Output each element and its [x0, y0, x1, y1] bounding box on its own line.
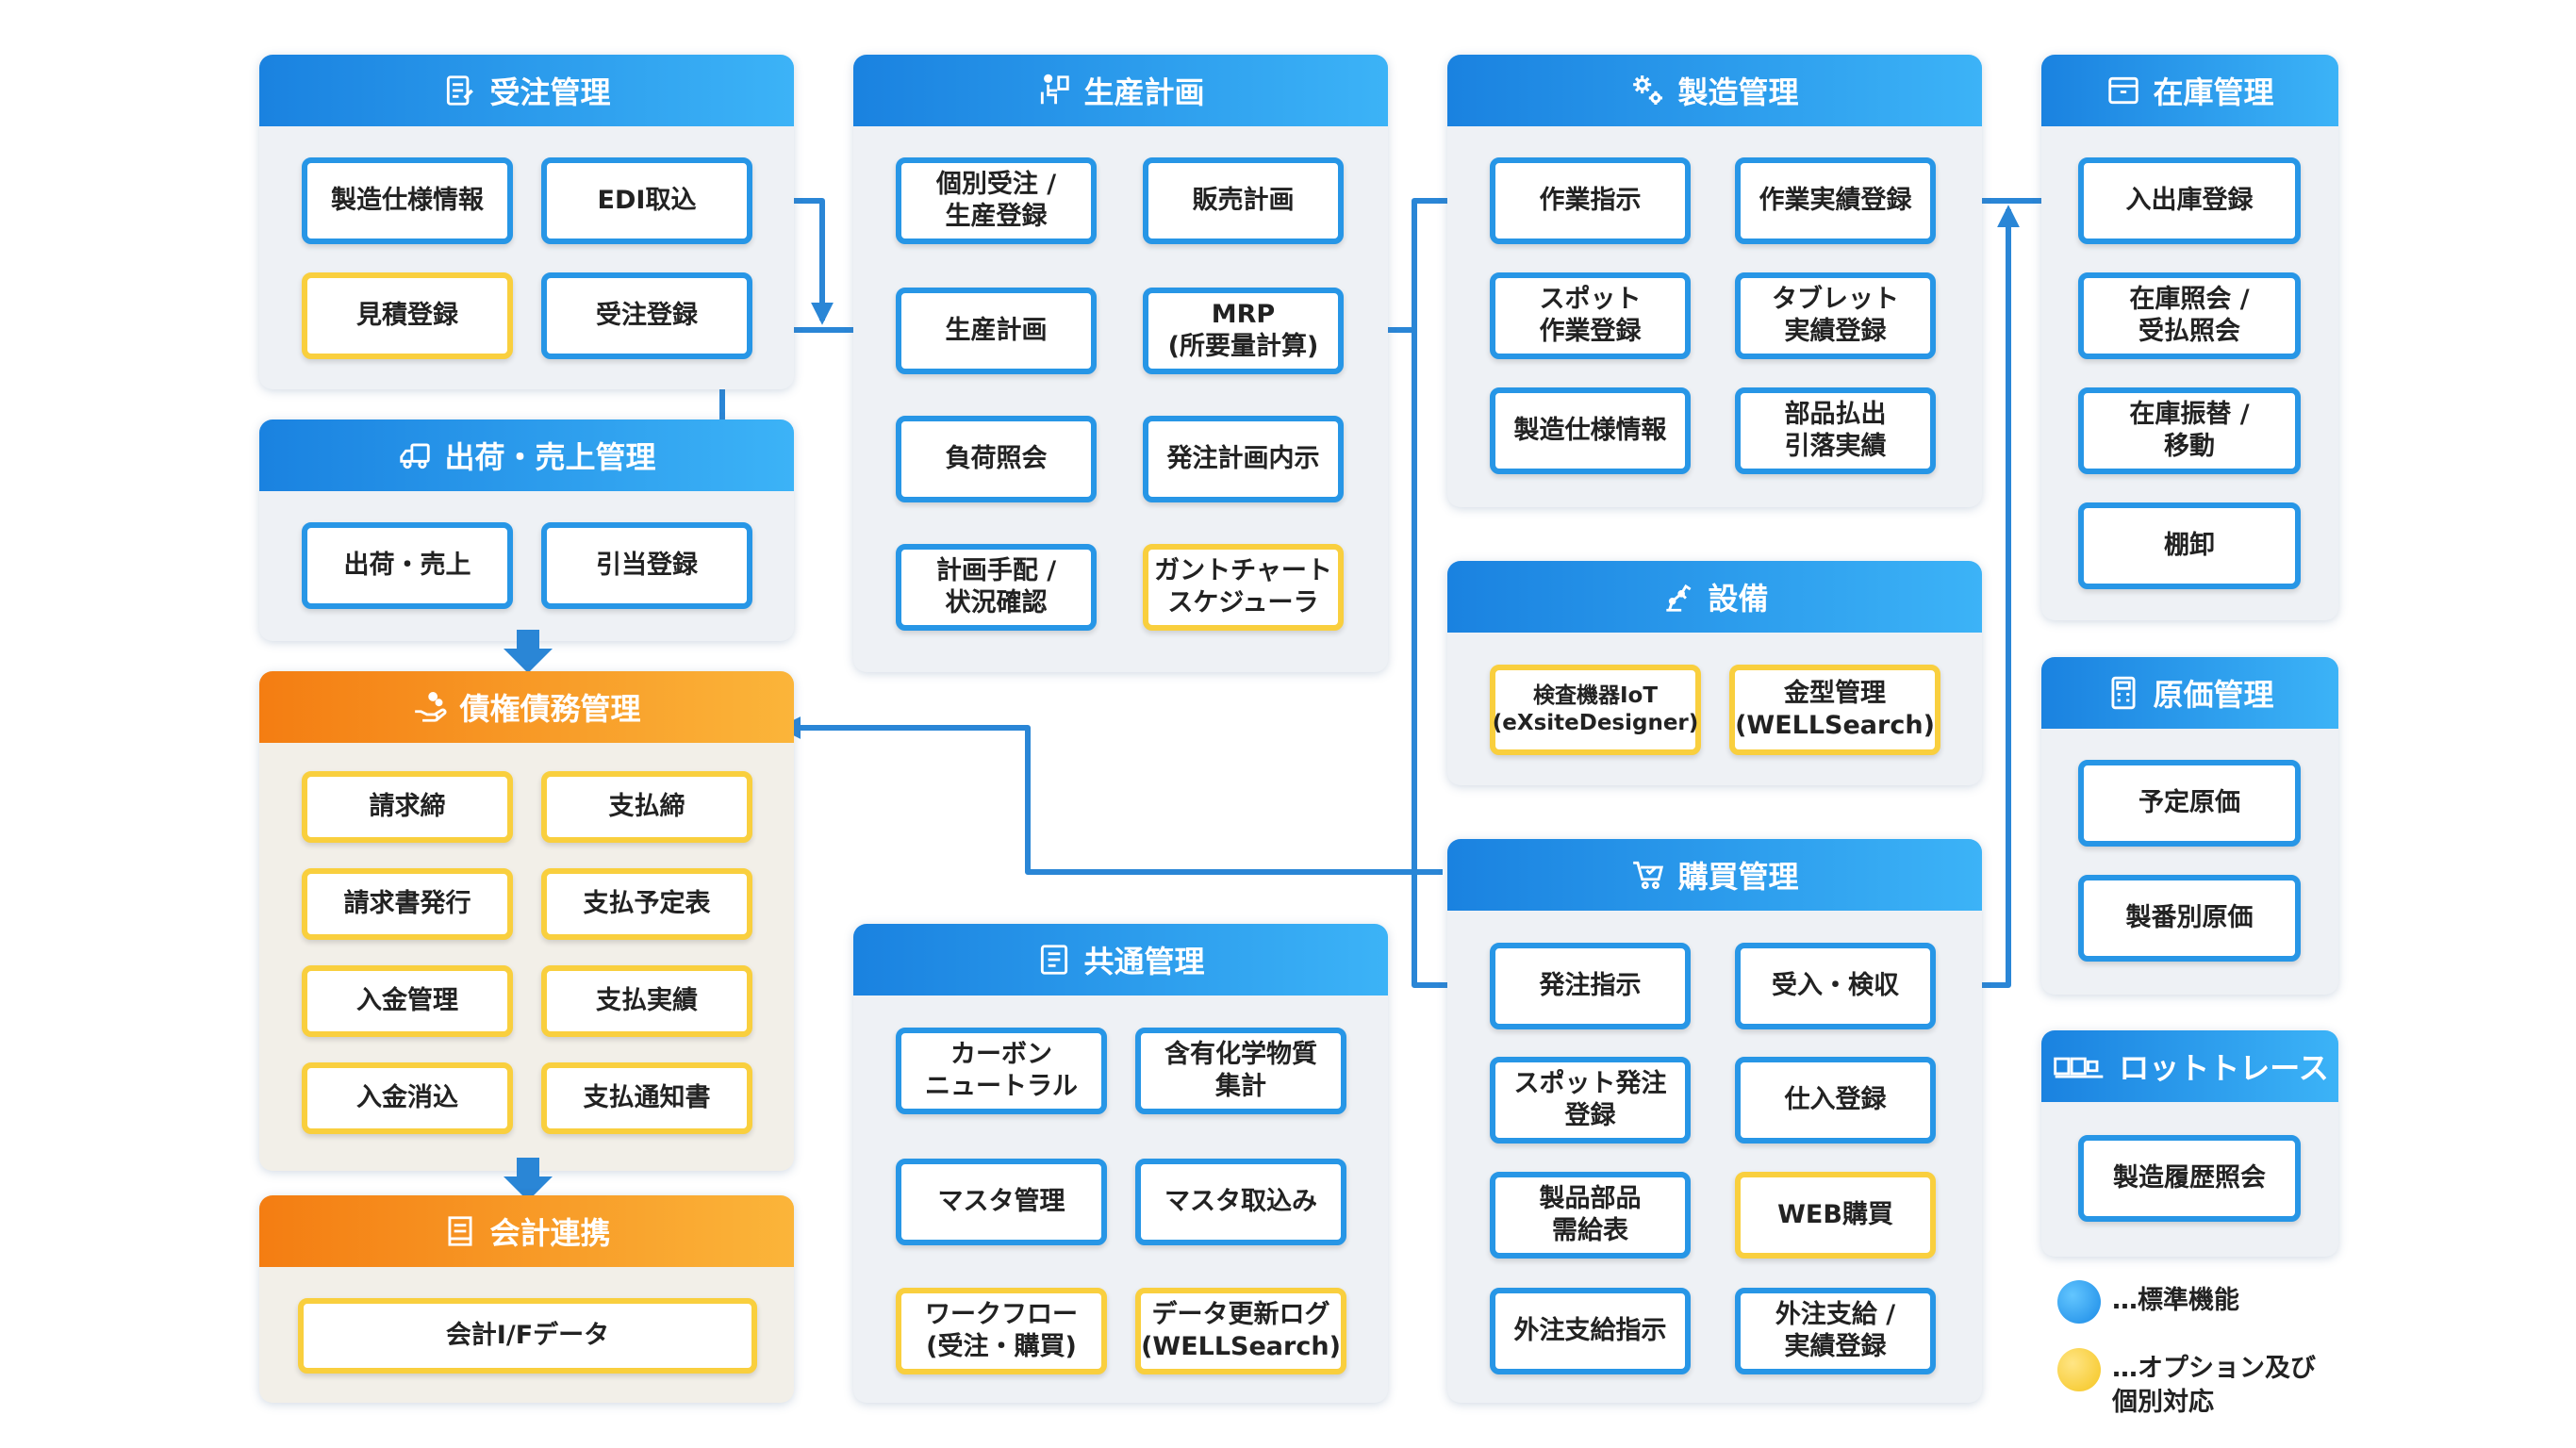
- box-gantt[interactable]: ガントチャート スケジューラ: [1143, 544, 1344, 631]
- box-mrp[interactable]: MRP (所要量計算): [1143, 288, 1344, 374]
- robot-arm-icon: [1660, 579, 1696, 615]
- down-arrow-icon: [504, 1158, 553, 1201]
- box-sagyo-shiji[interactable]: 作業指示: [1490, 157, 1691, 244]
- box-gaichu-shiji[interactable]: 外注支給指示: [1490, 1288, 1691, 1374]
- box-seikyu-shime[interactable]: 請求締: [302, 771, 513, 843]
- production-panel-header: 生産計画: [853, 55, 1388, 126]
- manufacturing-panel-header: 製造管理: [1447, 55, 1982, 126]
- box-hikiate[interactable]: 引当登録: [541, 522, 752, 609]
- storage-box-icon: [2105, 73, 2141, 108]
- box-ukeire-kenshu[interactable]: 受入・検収: [1735, 943, 1936, 1029]
- receivables-panel-title: 債権債務管理: [459, 691, 641, 727]
- box-buhin-haraidashi[interactable]: 部品払出 引落実績: [1735, 387, 1936, 474]
- box-kaikei-if[interactable]: 会計I/Fデータ: [298, 1298, 757, 1374]
- common-panel-title: 共通管理: [1083, 944, 1205, 979]
- production-panel-title: 生産計画: [1083, 74, 1205, 110]
- box-carbon[interactable]: カーボン ニュートラル: [896, 1028, 1107, 1114]
- box-shiire[interactable]: 仕入登録: [1735, 1057, 1936, 1144]
- accounting-panel-title: 会計連携: [489, 1215, 611, 1251]
- box-kensa-iot[interactable]: 検査機器IoT (eXsiteDesigner): [1490, 665, 1701, 755]
- document-list-icon: [1036, 942, 1072, 978]
- planning-person-icon: [1036, 73, 1072, 108]
- purchasing-panel-header: 購買管理: [1447, 839, 1982, 911]
- equipment-panel-title: 設備: [1708, 581, 1769, 617]
- box-master-torikomi[interactable]: マスタ取込み: [1135, 1159, 1346, 1245]
- box-nyushukko[interactable]: 入出庫登録: [2078, 157, 2301, 244]
- box-edi[interactable]: EDI取込: [541, 157, 752, 244]
- order-panel-title: 受注管理: [489, 74, 611, 110]
- box-tablet[interactable]: タブレット 実績登録: [1735, 272, 1936, 359]
- box-web-kobai[interactable]: WEB購買: [1735, 1172, 1936, 1259]
- box-shiharai-tsuchi[interactable]: 支払通知書: [541, 1062, 752, 1134]
- down-arrow-icon: [504, 630, 553, 673]
- box-seikyusho[interactable]: 請求書発行: [302, 868, 513, 940]
- box-hacchu-shiji[interactable]: 発注指示: [1490, 943, 1691, 1029]
- box-gaichu-jisseki[interactable]: 外注支給 / 実績登録: [1735, 1288, 1936, 1374]
- legend-standard-label: …標準機能: [2112, 1286, 2239, 1315]
- cost-panel-header: 原価管理: [2041, 657, 2338, 729]
- common-panel-header: 共通管理: [853, 924, 1388, 996]
- box-seizo-shiyo[interactable]: 製造仕様情報: [302, 157, 513, 244]
- calculator-icon: [2105, 675, 2141, 711]
- manufacturing-panel-title: 製造管理: [1677, 74, 1799, 110]
- box-shiharai-shime[interactable]: 支払締: [541, 771, 752, 843]
- box-kanagata[interactable]: 金型管理 (WELLSearch): [1729, 665, 1940, 755]
- box-seisan-keikaku[interactable]: 生産計画: [896, 288, 1097, 374]
- lot-panel-header: ロットトレース: [2041, 1030, 2338, 1102]
- box-juyo-kyuhyo[interactable]: 製品部品 需給表: [1490, 1172, 1691, 1259]
- box-fuka-shokai[interactable]: 負荷照会: [896, 416, 1097, 502]
- delivery-truck-icon: [397, 437, 433, 473]
- receivables-panel-header: 債権債務管理: [259, 671, 794, 743]
- accounting-panel-header: 会計連携: [259, 1195, 794, 1267]
- box-tanaoroshi[interactable]: 棚卸: [2078, 502, 2301, 589]
- order-panel-header: 受注管理: [259, 55, 794, 126]
- box-spot-sagyo[interactable]: スポット 作業登録: [1490, 272, 1691, 359]
- lot-panel-title: ロットトレース: [2119, 1050, 2329, 1086]
- box-nyukin-kanri[interactable]: 入金管理: [302, 965, 513, 1037]
- box-yotei-genka[interactable]: 予定原価: [2078, 760, 2301, 847]
- box-seizo-rireki[interactable]: 製造履歴照会: [2078, 1135, 2301, 1222]
- conveyor-icon: [2051, 1048, 2107, 1084]
- box-shiharai-jisseki[interactable]: 支払実績: [541, 965, 752, 1037]
- wire-purchasing-to-saiken: [778, 716, 1443, 875]
- shipping-panel-title: 出荷・売上管理: [444, 439, 656, 475]
- cost-panel-title: 原価管理: [2153, 677, 2274, 713]
- box-seiban-genka[interactable]: 製番別原価: [2078, 875, 2301, 962]
- equipment-panel-header: 設備: [1447, 561, 1982, 633]
- order-form-icon: [442, 73, 478, 108]
- legend-option-dot: [2057, 1348, 2101, 1391]
- hand-coins-icon: [412, 689, 448, 725]
- box-kobetsu-juchu[interactable]: 個別受注 / 生産登録: [896, 157, 1097, 244]
- ledger-icon: [442, 1213, 478, 1249]
- box-seizo-shiyo-2[interactable]: 製造仕様情報: [1490, 387, 1691, 474]
- shipping-panel-header: 出荷・売上管理: [259, 420, 794, 491]
- box-keikaku-tehai[interactable]: 計画手配 / 状況確認: [896, 544, 1097, 631]
- shopping-cart-icon: [1630, 857, 1666, 893]
- box-hanbai-keikaku[interactable]: 販売計画: [1143, 157, 1344, 244]
- box-workflow[interactable]: ワークフロー (受注・購買): [896, 1288, 1107, 1374]
- box-nyukin-keshikomi[interactable]: 入金消込: [302, 1062, 513, 1134]
- box-juchu[interactable]: 受注登録: [541, 272, 752, 359]
- inventory-panel-header: 在庫管理: [2041, 55, 2338, 126]
- legend-option-label: …オプション及び 個別対応: [2112, 1354, 2316, 1418]
- inventory-panel-title: 在庫管理: [2153, 74, 2274, 110]
- box-ganyu-kagaku[interactable]: 含有化学物質 集計: [1135, 1028, 1346, 1114]
- box-hacchu-keikaku[interactable]: 発注計画内示: [1143, 416, 1344, 502]
- box-data-log[interactable]: データ更新ログ (WELLSearch): [1135, 1288, 1346, 1374]
- box-spot-hacchu[interactable]: スポット発注 登録: [1490, 1057, 1691, 1144]
- box-shiharai-yotei[interactable]: 支払予定表: [541, 868, 752, 940]
- box-mitsumori[interactable]: 見積登録: [302, 272, 513, 359]
- box-sagyo-jisseki[interactable]: 作業実績登録: [1735, 157, 1936, 244]
- gears-icon: [1630, 73, 1666, 108]
- legend-standard-dot: [2057, 1280, 2101, 1324]
- box-zaiko-shokai[interactable]: 在庫照会 / 受払照会: [2078, 272, 2301, 359]
- purchasing-panel-title: 購買管理: [1677, 859, 1799, 895]
- box-shukka-uriage[interactable]: 出荷・売上: [302, 522, 513, 609]
- box-master-kanri[interactable]: マスタ管理: [896, 1159, 1107, 1245]
- box-zaiko-furikae[interactable]: 在庫振替 / 移動: [2078, 387, 2301, 474]
